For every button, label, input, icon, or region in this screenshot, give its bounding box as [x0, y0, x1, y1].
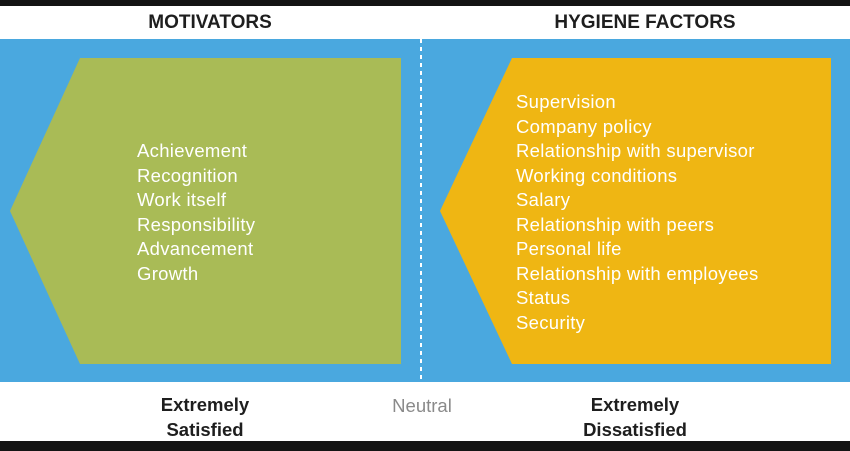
- diagram-graphic: [0, 39, 850, 382]
- hygiene-factor-item: Relationship with employees: [516, 262, 759, 284]
- top-border: [0, 0, 850, 6]
- hygiene-factor-item: Security: [516, 311, 586, 333]
- diagram-panel: Achievement Recognition Work itself Resp…: [0, 39, 850, 382]
- motivator-item: Achievement: [137, 140, 248, 161]
- hygiene-factor-item: Personal life: [516, 238, 622, 259]
- motivator-item: Responsibility: [137, 213, 256, 235]
- hygiene-factor-item: Working conditions: [516, 164, 678, 186]
- hygiene-factor-item: Relationship with peers: [516, 213, 715, 235]
- neutral-label: Neutral: [392, 395, 452, 416]
- dissatisfied-label-line1: Extremely: [590, 394, 680, 415]
- satisfied-label-line2: Satisfied: [166, 419, 244, 440]
- bottom-border: [0, 441, 850, 451]
- hygiene-factor-item: Company policy: [516, 115, 652, 137]
- motivators-arrow-shape: [10, 58, 401, 364]
- motivators-header: MOTIVATORS: [148, 11, 272, 33]
- satisfied-label-line1: Extremely: [160, 394, 250, 415]
- hygiene-factors-list: Supervision Company policy Relationship …: [516, 90, 759, 335]
- dissatisfied-label-line2: Dissatisfied: [583, 419, 687, 440]
- hygiene-factor-item: Relationship with supervisor: [516, 140, 755, 161]
- motivator-item: Recognition: [137, 164, 239, 186]
- hygiene-arrow-shape: [440, 58, 831, 364]
- hygiene-factors-header: HYGIENE FACTORS: [554, 11, 736, 33]
- motivator-item: Advancement: [137, 238, 254, 259]
- motivator-item: Growth: [137, 262, 199, 284]
- motivator-item: Work itself: [137, 189, 227, 210]
- hygiene-factor-item: Status: [516, 287, 571, 308]
- hygiene-factor-item: Salary: [516, 189, 571, 210]
- extremely-satisfied-label: Extremely Satisfied: [120, 392, 290, 442]
- hygiene-factor-item: Supervision: [516, 91, 616, 112]
- motivators-list: Achievement Recognition Work itself Resp…: [137, 139, 255, 286]
- extremely-dissatisfied-label: Extremely Dissatisfied: [550, 392, 720, 442]
